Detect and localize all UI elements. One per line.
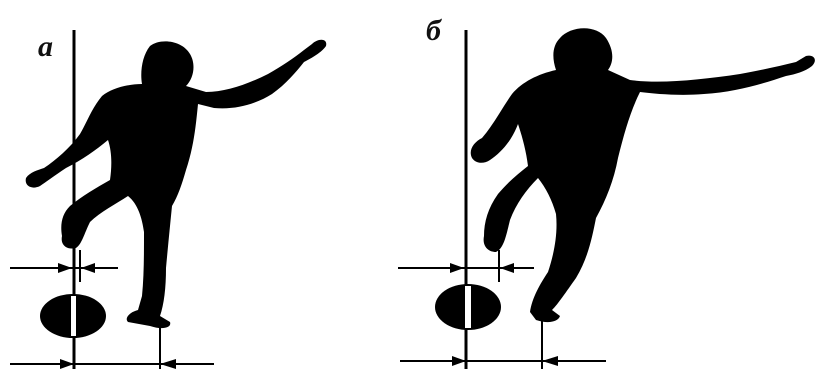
panel-a-ball-marking (71, 296, 76, 336)
panel-a-lower-left-arrow (60, 359, 74, 369)
panel-b: б (398, 14, 815, 369)
panel-b-lower-left-arrow (452, 356, 466, 366)
panel-a-upper-left-arrow (58, 263, 72, 273)
panel-a: а (10, 30, 326, 369)
panel-a-upper-right-arrow (81, 263, 95, 273)
panel-b-lower-right-arrow (542, 356, 558, 366)
panel-a-lower-right-arrow (160, 359, 176, 369)
panel-a-label: а (38, 30, 53, 63)
panel-b-upper-right-arrow (500, 263, 514, 273)
panel-b-upper-left-arrow (450, 263, 464, 273)
panel-b-ball-marking (465, 286, 471, 328)
panel-b-player-silhouette (471, 28, 815, 322)
panel-b-label: б (426, 14, 442, 47)
panel-a-player-silhouette (26, 40, 327, 328)
